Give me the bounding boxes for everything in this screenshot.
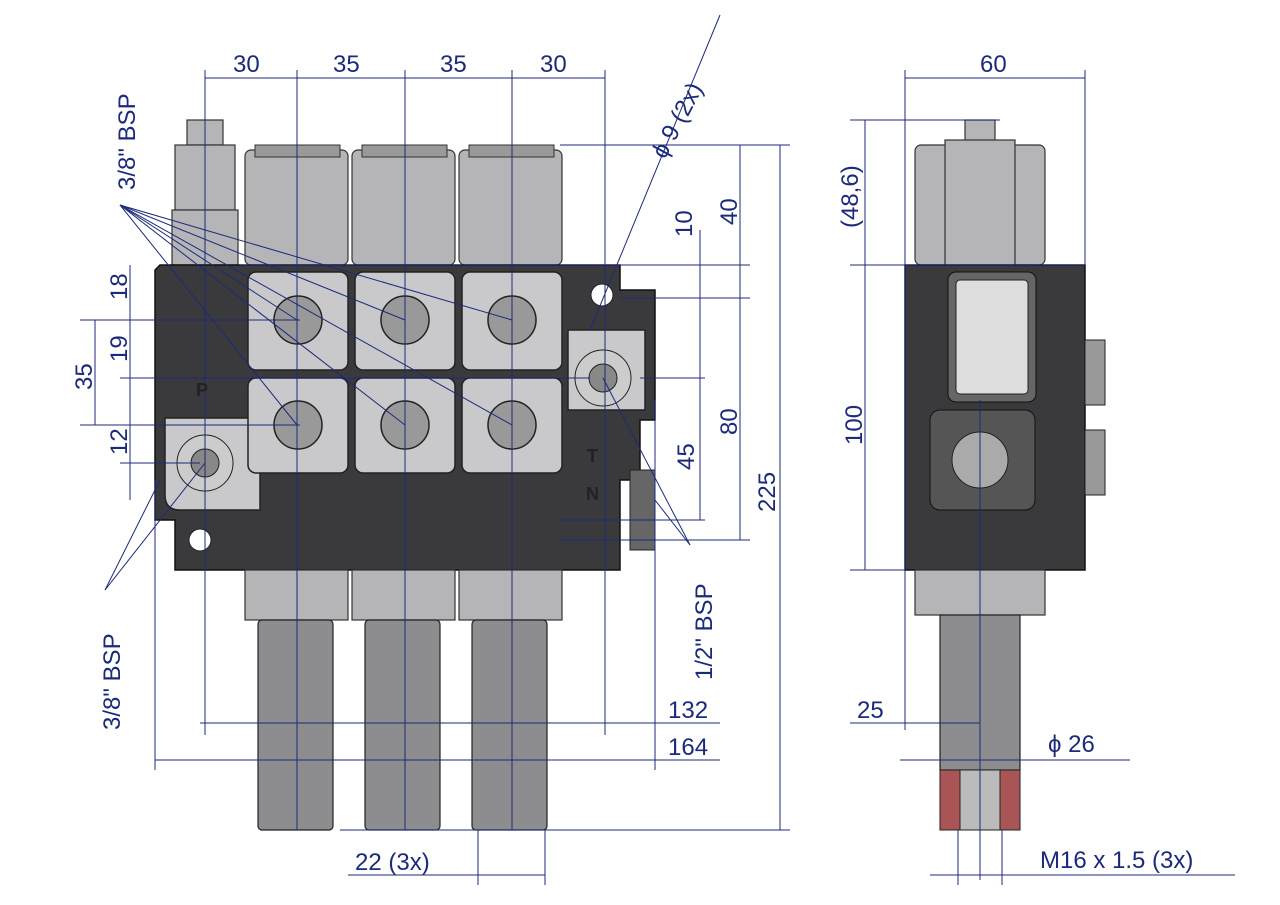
dim-overall-height: 225 <box>754 472 781 512</box>
dimension-line <box>119 204 513 426</box>
spool-cap <box>458 149 563 266</box>
dim-relief-height: (48,6) <box>837 165 864 228</box>
dim-spacing-4: 30 <box>540 51 567 78</box>
dim-port-18: 18 <box>106 273 133 300</box>
dim-width-132: 132 <box>668 697 708 724</box>
dimension-line <box>119 204 513 321</box>
spool-housing <box>458 569 563 621</box>
dimension-line <box>119 204 298 426</box>
dimension-line <box>119 204 298 321</box>
dim-spool-spacing: 22 (3x) <box>355 849 430 876</box>
spool-tube <box>364 619 441 831</box>
spool-tube <box>471 619 548 831</box>
tank-port-fitting <box>629 469 656 551</box>
dim-spool-offset: 25 <box>857 697 884 724</box>
callout-bottom-ports: 3/8" BSP <box>99 633 126 730</box>
dim-spacing-3: 35 <box>440 51 467 78</box>
dim-port-12: 12 <box>106 428 133 455</box>
dimension-line <box>119 204 406 426</box>
side-plug <box>1084 429 1106 496</box>
dim-top-offset: 10 <box>671 210 698 237</box>
dim-port-35: 35 <box>71 363 98 390</box>
spool-cap <box>351 149 456 266</box>
port-label-p: P <box>196 380 208 400</box>
dim-thread: M16 x 1.5 (3x) <box>1040 847 1193 874</box>
dim-spacing-2: 35 <box>333 51 360 78</box>
dim-height-100: 100 <box>841 405 868 445</box>
spool-tube <box>257 619 334 831</box>
dim-width-60: 60 <box>980 51 1007 78</box>
dimension-lines <box>80 14 1235 885</box>
port-label-t: T <box>587 446 598 466</box>
mount-hole <box>188 528 212 552</box>
relief-valve-side <box>944 139 1016 266</box>
mount-hole <box>590 283 614 307</box>
dim-width-164: 164 <box>668 734 708 761</box>
dim-height-45: 45 <box>673 443 700 470</box>
dim-spacing-1: 30 <box>233 51 260 78</box>
dim-mount-hole: ϕ 9 (2x) <box>646 78 708 163</box>
dimension-line <box>654 499 691 546</box>
port-label-n: N <box>586 484 599 504</box>
spool-housing <box>351 569 456 621</box>
dimension-labels: P TN 30 35 35 30 ϕ 9 (2x) 40 10 18 19 35 12 80 45 225 13… <box>71 51 1193 876</box>
dimension-line <box>602 377 691 546</box>
dim-spool-diameter: ϕ 26 <box>1048 731 1095 758</box>
callout-top-ports: 3/8" BSP <box>114 93 141 190</box>
dimension-line <box>589 14 721 331</box>
dim-top-height: 40 <box>716 198 743 225</box>
nameplate <box>955 279 1029 395</box>
dimension-line <box>119 204 406 321</box>
dimension-line <box>104 479 161 591</box>
side-plug <box>1084 339 1106 406</box>
dim-port-19: 19 <box>106 335 133 362</box>
callout-tank-port: 1/2" BSP <box>691 583 718 680</box>
dim-height-80: 80 <box>716 408 743 435</box>
dimension-line <box>104 462 206 591</box>
